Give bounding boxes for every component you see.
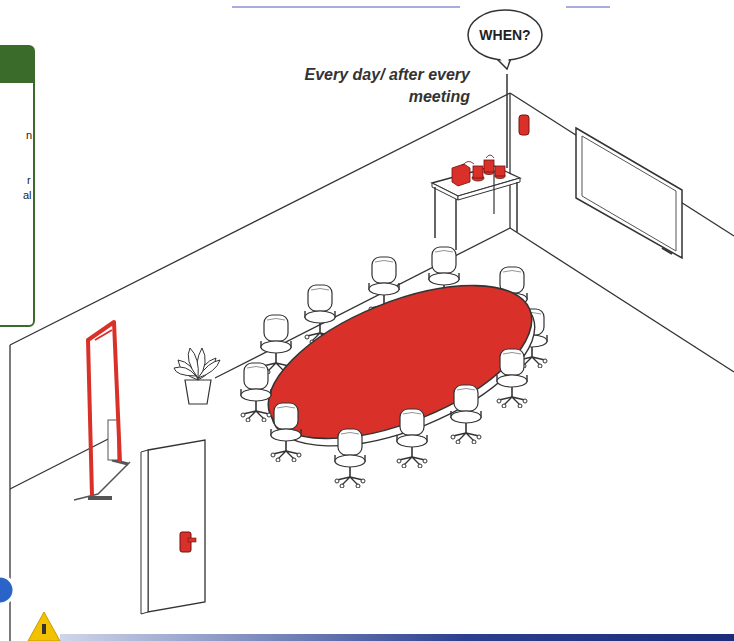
potted-plant [174,348,220,404]
side-table [432,155,520,250]
room-walls [10,93,734,641]
footer-decoration [0,576,734,641]
leader-line [506,74,508,168]
panel-text: n [26,129,32,141]
header-rule [232,6,460,8]
speech-bubble: WHEN? [466,8,544,70]
side-panel: n r al [0,45,35,327]
panel-text: al [23,189,32,201]
header-rule [566,6,610,8]
wall-screen [576,128,682,258]
chairs-front-row [241,349,527,488]
note-text: Every day/ after every meeting [286,64,470,107]
door [141,440,205,614]
sanitizer-stand [74,322,130,500]
wall-dispenser [519,115,529,135]
bubble-text: WHEN? [479,27,530,43]
meeting-table [248,254,556,478]
panel-header [0,47,33,83]
panel-text: r [27,174,31,186]
